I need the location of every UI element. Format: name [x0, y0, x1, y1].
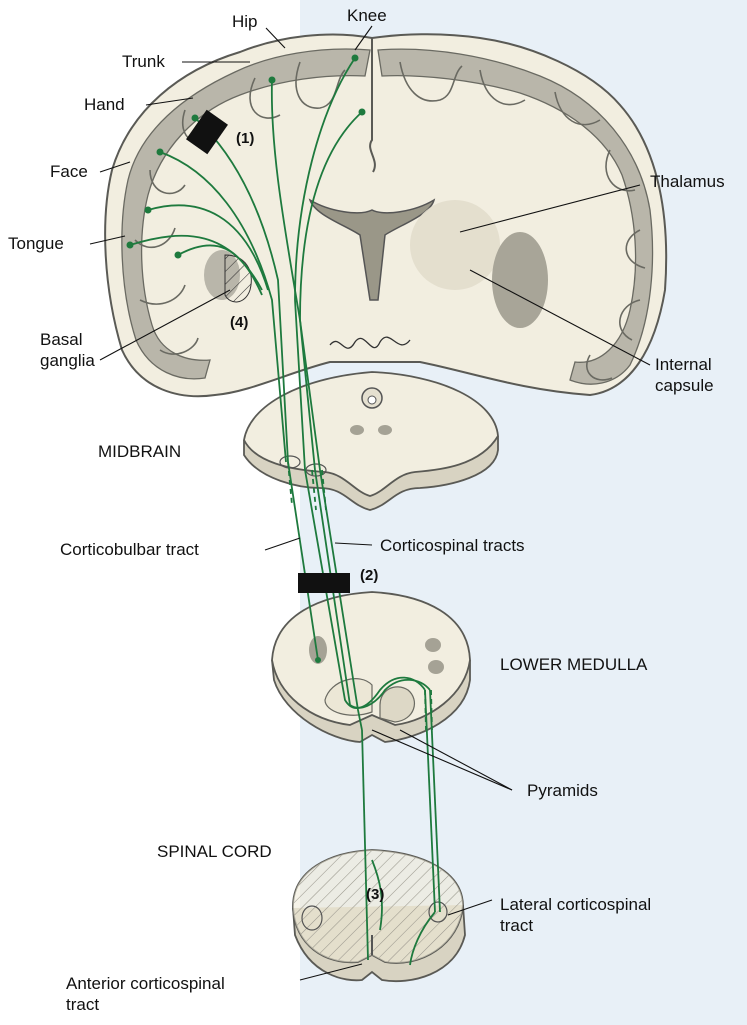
lesion-marker-2: (2): [360, 567, 378, 584]
label-anterior-cs-line1: Anterior corticospinal: [66, 974, 225, 994]
dot-tongue2: [127, 242, 134, 249]
label-internal-capsule-line2: capsule: [655, 376, 714, 396]
medulla-nucleus-right2: [428, 660, 444, 674]
dot-medulla-nucleus: [315, 657, 321, 663]
dot-hand: [192, 115, 199, 122]
label-lateral-cs-line2: tract: [500, 916, 533, 936]
red-nucleus-right: [378, 425, 392, 435]
label-thalamus: Thalamus: [650, 172, 725, 192]
lesion-marker-4: (4): [230, 314, 248, 331]
label-trunk: Trunk: [122, 52, 165, 72]
label-corticobulbar-tract: Corticobulbar tract: [60, 540, 199, 560]
dot-knee: [352, 55, 359, 62]
dot-face: [157, 149, 164, 156]
label-tongue: Tongue: [8, 234, 64, 254]
red-nucleus-left: [350, 425, 364, 435]
label-hip: Hip: [232, 12, 258, 32]
label-corticospinal-tracts: Corticospinal tracts: [380, 536, 525, 556]
internal-capsule-region: [492, 232, 548, 328]
dot-tongue3: [175, 252, 182, 259]
thalamus-region: [410, 200, 500, 290]
spinal-cord-section: [293, 850, 465, 981]
lesion-2-block: [298, 573, 350, 593]
leader-pyramids-left: [372, 730, 512, 790]
leader-corticospinal: [335, 543, 372, 545]
dot-tongue1: [145, 207, 152, 214]
cerebrum-section: [105, 34, 666, 396]
label-pyramids: Pyramids: [527, 781, 598, 801]
label-internal-capsule-line1: Internal: [655, 355, 712, 375]
label-lower-medulla: LOWER MEDULLA: [500, 655, 647, 675]
pyramid-right: [380, 687, 414, 722]
medulla-section: [272, 592, 470, 742]
label-basal-ganglia-line1: Basal: [40, 330, 83, 350]
midbrain-section: [244, 372, 498, 510]
aqueduct-lumen: [368, 396, 376, 404]
lesion-marker-3: (3): [366, 886, 384, 903]
label-hand: Hand: [84, 95, 125, 115]
leader-pyramids-right: [400, 730, 512, 790]
label-spinal-cord: SPINAL CORD: [157, 842, 272, 862]
label-midbrain: MIDBRAIN: [98, 442, 181, 462]
label-knee: Knee: [347, 6, 387, 26]
leader-corticobulbar: [265, 538, 300, 550]
lesion-marker-1: (1): [236, 130, 254, 147]
label-lateral-cs-line1: Lateral corticospinal: [500, 895, 651, 915]
dot-medial: [359, 109, 366, 116]
label-basal-ganglia-line2: ganglia: [40, 351, 95, 371]
medulla-nucleus-right1: [425, 638, 441, 652]
label-anterior-cs-line2: tract: [66, 995, 99, 1015]
dot-hip: [269, 77, 276, 84]
label-face: Face: [50, 162, 88, 182]
